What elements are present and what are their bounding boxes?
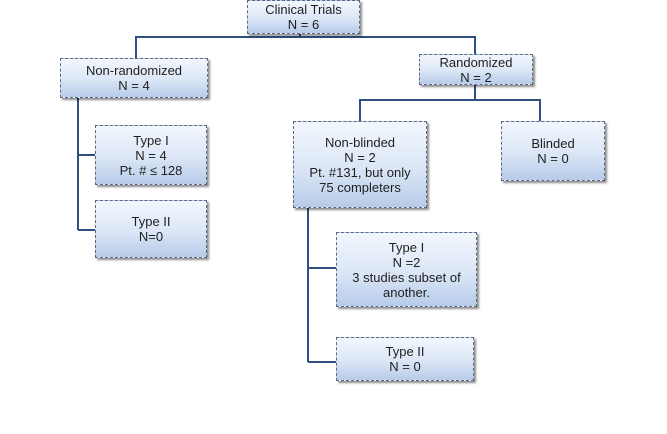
node-title: Type I: [388, 239, 425, 255]
node-title: Type II: [131, 214, 171, 229]
node-nr-type-ii: Type II N=0: [95, 200, 207, 258]
node-title: Clinical Trials: [265, 2, 342, 17]
node-count: N = 2: [460, 69, 492, 85]
node-clinical-trials: Clinical Trials N = 6: [247, 0, 360, 34]
node-detail: Pt. #131, but only: [309, 164, 411, 180]
node-count: N = 2: [344, 149, 376, 165]
node-title: Non-blinded: [324, 134, 396, 150]
node-title: Non-randomized: [85, 63, 183, 78]
node-title: Type I: [133, 132, 169, 148]
node-title: Blinded: [531, 136, 575, 151]
node-detail-2: another.: [383, 284, 430, 300]
node-non-randomized: Non-randomized N = 4: [60, 58, 208, 98]
node-count: N=0: [138, 229, 164, 244]
node-nb-type-ii: Type II N = 0: [336, 337, 474, 381]
node-title: Randomized: [439, 54, 513, 70]
node-non-blinded: Non-blinded N = 2 Pt. #131, but only 75 …: [293, 121, 427, 208]
node-detail-2: 75 completers: [319, 179, 401, 195]
node-detail: 3 studies subset of: [352, 269, 461, 285]
node-count: N = 0: [389, 359, 421, 374]
node-title: Type II: [385, 344, 425, 359]
node-count: N =2: [392, 254, 421, 270]
node-count: N = 4: [118, 78, 150, 93]
connector-randomized-branch: [359, 99, 541, 122]
node-blinded: Blinded N = 0: [501, 121, 605, 181]
node-count: N = 6: [287, 17, 320, 32]
node-nr-type-i: Type I N = 4 Pt. # ≤ 128: [95, 125, 207, 185]
connector-root-branch: [135, 36, 476, 59]
node-randomized: Randomized N = 2: [419, 54, 533, 85]
node-nb-type-i: Type I N =2 3 studies subset of another.: [336, 232, 477, 307]
node-count: N = 4: [135, 147, 167, 163]
node-count: N = 0: [537, 151, 569, 166]
node-detail: Pt. # ≤ 128: [119, 162, 183, 178]
